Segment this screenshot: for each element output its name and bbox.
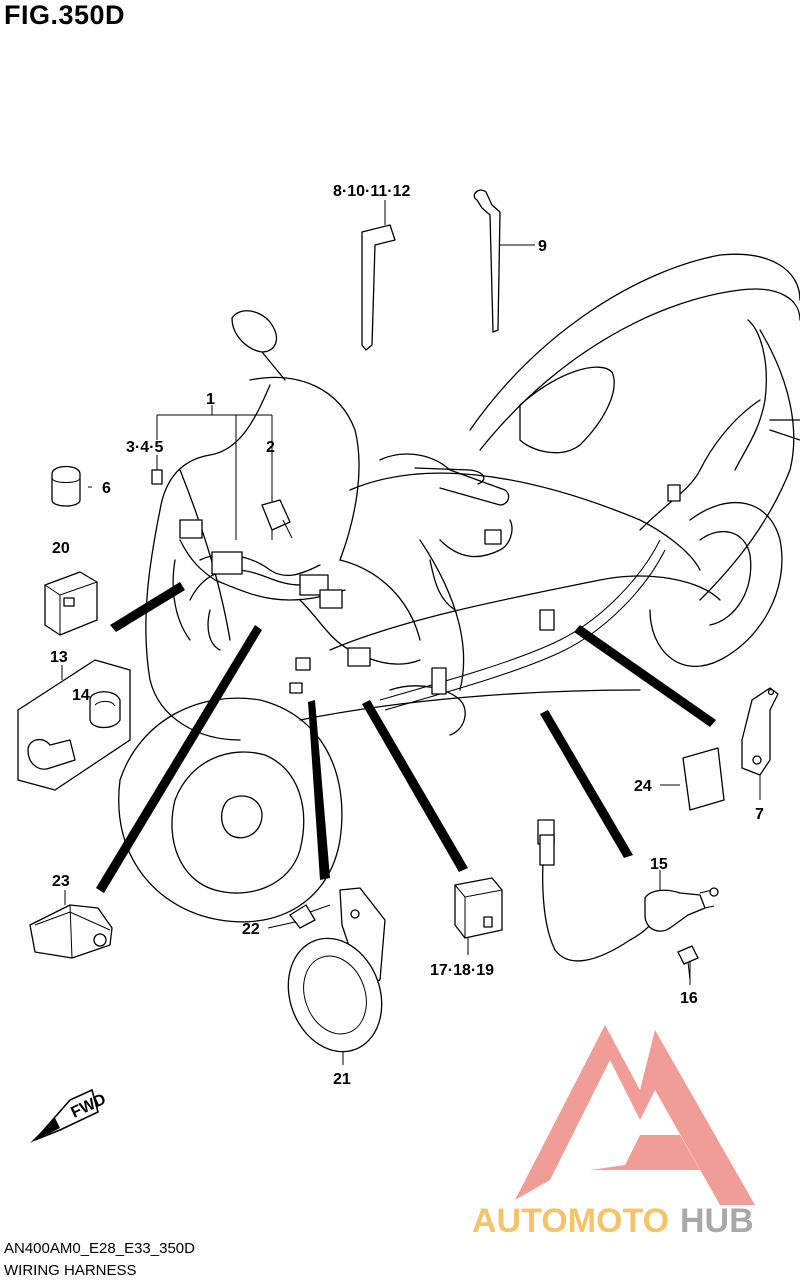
callout-17-18-19: 17·18·19 xyxy=(430,962,494,979)
callout-15: 15 xyxy=(650,856,668,873)
part-relay-20 xyxy=(44,571,98,636)
part-bolt-16 xyxy=(677,945,699,981)
harness-cluster xyxy=(172,484,681,736)
callout-13: 13 xyxy=(50,649,68,666)
part-relay-17 xyxy=(454,877,503,939)
fwd-arrow: FWD xyxy=(30,1088,109,1143)
figure-title: FIG.350D xyxy=(4,0,126,30)
callout-labels: 1 2 3·4·5 6 7 8·10·11·12 9 13 14 15 16 1… xyxy=(50,183,764,1088)
watermark-text: AUTOMOTO HUB xyxy=(472,1202,754,1240)
part-cap-6 xyxy=(51,465,81,507)
part-connector-2 xyxy=(261,499,293,539)
callout-22: 22 xyxy=(242,921,260,938)
callout-7: 7 xyxy=(755,806,764,823)
part-horn-21 xyxy=(287,887,386,1053)
part-sensor-15 xyxy=(537,819,719,962)
callout-6: 6 xyxy=(102,480,111,497)
part-coupler-23 xyxy=(29,904,113,959)
callout-9: 9 xyxy=(538,238,547,255)
watermark-text-b: HUB xyxy=(680,1202,754,1240)
model-code: AN400AM0_E28_E33_350D xyxy=(4,1240,195,1257)
callout-8-10-11-12: 8·10·11·12 xyxy=(333,183,410,200)
watermark-text-a: AUTOMOTO xyxy=(472,1202,669,1240)
callout-20: 20 xyxy=(52,540,70,557)
pointer-arrows xyxy=(96,582,716,893)
watermark-logo xyxy=(515,1025,755,1205)
callout-3-4-5: 3·4·5 xyxy=(126,439,163,456)
callout-24: 24 xyxy=(634,778,652,795)
part-ties xyxy=(361,189,501,351)
callout-23: 23 xyxy=(52,873,70,890)
scooter-body xyxy=(118,253,800,923)
part-fuse xyxy=(151,469,163,485)
callout-21: 21 xyxy=(333,1071,351,1088)
callout-14: 14 xyxy=(72,687,90,704)
callout-1: 1 xyxy=(206,391,215,408)
figure-description: WIRING HARNESS xyxy=(4,1262,137,1279)
part-bracket-7 xyxy=(741,687,779,776)
callout-16: 16 xyxy=(680,990,698,1007)
leader-lines xyxy=(61,200,761,1065)
part-socket-13 xyxy=(17,659,131,791)
part-pad-24 xyxy=(682,747,725,811)
callout-2: 2 xyxy=(266,439,275,456)
